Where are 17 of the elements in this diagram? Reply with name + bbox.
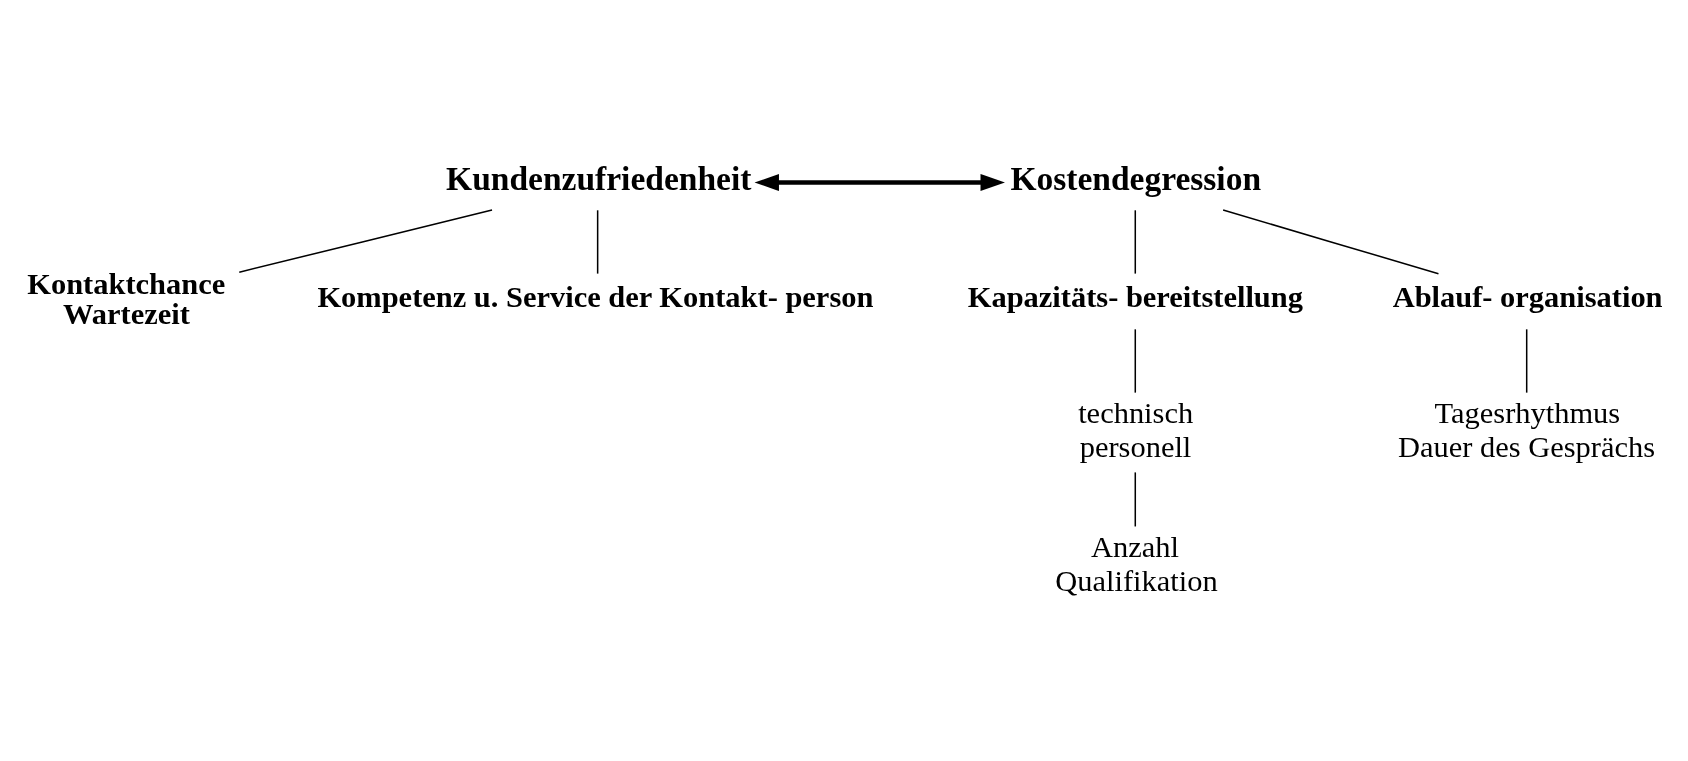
node-text: Tagesrhythmus Dauer des Gesprächs xyxy=(1398,396,1656,464)
node-text: Kundenzufriedenheit xyxy=(446,159,752,197)
node-text: Ablauf- organisation xyxy=(1392,280,1663,315)
connector xyxy=(596,209,599,275)
connector xyxy=(1525,328,1528,394)
node-text: Kostendegression xyxy=(1010,159,1262,197)
connector xyxy=(1134,471,1137,528)
node-text: Kontaktchance Wartezeit xyxy=(27,266,226,332)
node-text: Kompetenz u. Service der Kontakt- person xyxy=(317,280,874,315)
connector xyxy=(1134,328,1137,394)
node-text: Anzahl Qualifikation xyxy=(1055,530,1218,598)
node-text: technisch personell xyxy=(1078,396,1194,464)
connector xyxy=(1134,209,1137,275)
arrow xyxy=(754,173,1005,192)
connector xyxy=(1222,209,1440,275)
node-text: Kapazitäts- bereitstellung xyxy=(967,280,1303,315)
connector xyxy=(238,209,493,273)
